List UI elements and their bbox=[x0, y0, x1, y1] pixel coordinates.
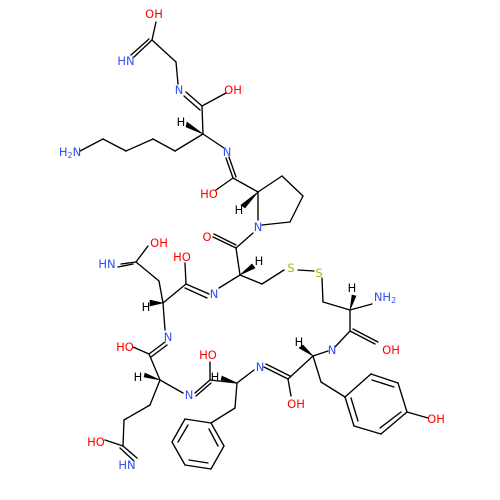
atom-n-pro: N bbox=[254, 220, 263, 234]
atom-nh2-lys: H2N bbox=[59, 145, 81, 160]
atom-h-phe: H bbox=[211, 370, 220, 384]
atom-n-gly-imine: N bbox=[175, 83, 184, 97]
atom-label-layer: OH HN N OH H N H2N HO H N O H N HO S S N… bbox=[59, 7, 445, 472]
atom-n-gln-imine: N bbox=[185, 388, 194, 402]
atom-o-pro-carbonyl: O bbox=[202, 230, 211, 244]
atom-h-cys2: H bbox=[255, 254, 264, 268]
atom-nh2-cys1: NH2 bbox=[374, 290, 396, 305]
atom-nh-asn: HN bbox=[98, 257, 115, 271]
atom-nh-gly-top: HN bbox=[117, 54, 134, 68]
stereo-bonds bbox=[143, 121, 357, 384]
atom-oh-lys: OH bbox=[224, 83, 242, 97]
atom-oh-gln-side: HO bbox=[87, 435, 105, 449]
atom-h-lys: H bbox=[177, 115, 186, 129]
atom-oh-asn-side: OH bbox=[150, 236, 168, 250]
atom-n-cys2-imine: N bbox=[210, 287, 219, 301]
atom-h-asn: H bbox=[142, 300, 151, 314]
atom-n-lys-imine: N bbox=[223, 145, 232, 159]
atom-h-tyr: H bbox=[295, 335, 304, 349]
bond-layer bbox=[79, 21, 429, 470]
atom-oh-cys1: OH bbox=[382, 343, 400, 357]
atom-oh-cys2: HO bbox=[173, 250, 191, 264]
atom-nh-gln-side: HN bbox=[118, 458, 135, 472]
atom-oh-phe: HO bbox=[199, 348, 217, 362]
atom-oh-tyr-amide: OH bbox=[287, 397, 305, 411]
atom-oh-pro: HO bbox=[200, 187, 218, 201]
atom-n-cys1-imine: N bbox=[328, 343, 337, 357]
atom-h-pro: H bbox=[235, 203, 244, 217]
atom-oh-gly-top: OH bbox=[145, 7, 163, 21]
atom-s1: S bbox=[287, 261, 294, 275]
atom-n-asn-imine: N bbox=[164, 330, 173, 344]
atom-h-gln: H bbox=[134, 370, 143, 384]
atom-s2: S bbox=[315, 266, 322, 280]
atom-n-phe-imine: N bbox=[256, 360, 265, 374]
atom-oh-tyr-ring: OH bbox=[427, 412, 445, 426]
atom-oh-gln: HO bbox=[116, 340, 134, 354]
atom-h-cys1: H bbox=[348, 281, 357, 295]
